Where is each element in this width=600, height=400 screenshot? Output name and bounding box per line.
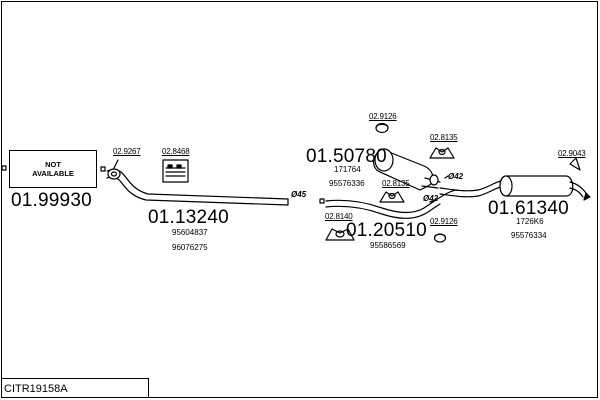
diameter-42a: Ø42 [448,172,464,181]
ref-a4-0: 1726K6 [516,217,544,226]
front-flange [100,166,106,172]
clamp-icon-9126b [433,233,447,243]
front-pipe [106,168,289,206]
not-available-box: NOT AVAILABLE [9,150,97,188]
part-code-8135a: 02.8135 [430,133,458,142]
assembly-number-a2: 01.50780 [306,146,387,167]
ref-a2-0: 171764 [334,165,361,174]
part-code-8135b: 02.8135 [382,179,410,188]
assembly-number-a0: 01.99930 [11,190,92,211]
ref-a1-0: 95604837 [172,228,208,237]
rear-muffler [439,175,591,201]
diagram-id-box: CITR19158A [1,378,149,398]
part-code-8140: 02.8140 [325,212,353,221]
clamp-icon-9126a [375,122,389,134]
part-code-9043: 02.9043 [558,149,586,158]
rubber-kit-icon [162,159,189,183]
diagram-id: CITR19158A [4,383,68,395]
diameter-42b: Ø42 [423,194,439,203]
ref-a2-1: 95576336 [329,179,365,188]
center-muffler [373,148,441,191]
assembly-number-a3: 01.20510 [346,220,427,241]
part-code-9126a: 02.9126 [369,112,397,121]
not-available-label: NOT AVAILABLE [32,159,74,178]
pointer-9267 [113,159,119,169]
diameter-45: Ø45 [291,190,307,199]
assembly-number-a1: 01.13240 [148,207,229,228]
ref-a3-0: 95586569 [370,241,406,250]
ref-a4-1: 95576334 [511,231,547,240]
middle-flange [319,198,325,204]
ref-a1-1: 96076275 [172,243,208,252]
clamp-icon-8135b [379,191,405,203]
part-code-8468: 02.8468 [162,147,190,156]
front-flange-left [1,165,7,171]
part-code-9126b: 02.9126 [430,217,458,226]
clamp-icon-9043 [569,157,581,171]
assembly-number-a4: 01.61340 [488,198,569,219]
clamp-icon-8135a [429,147,455,159]
part-code-9267: 02.9267 [113,147,141,156]
clamp-icon-8140 [325,228,355,241]
